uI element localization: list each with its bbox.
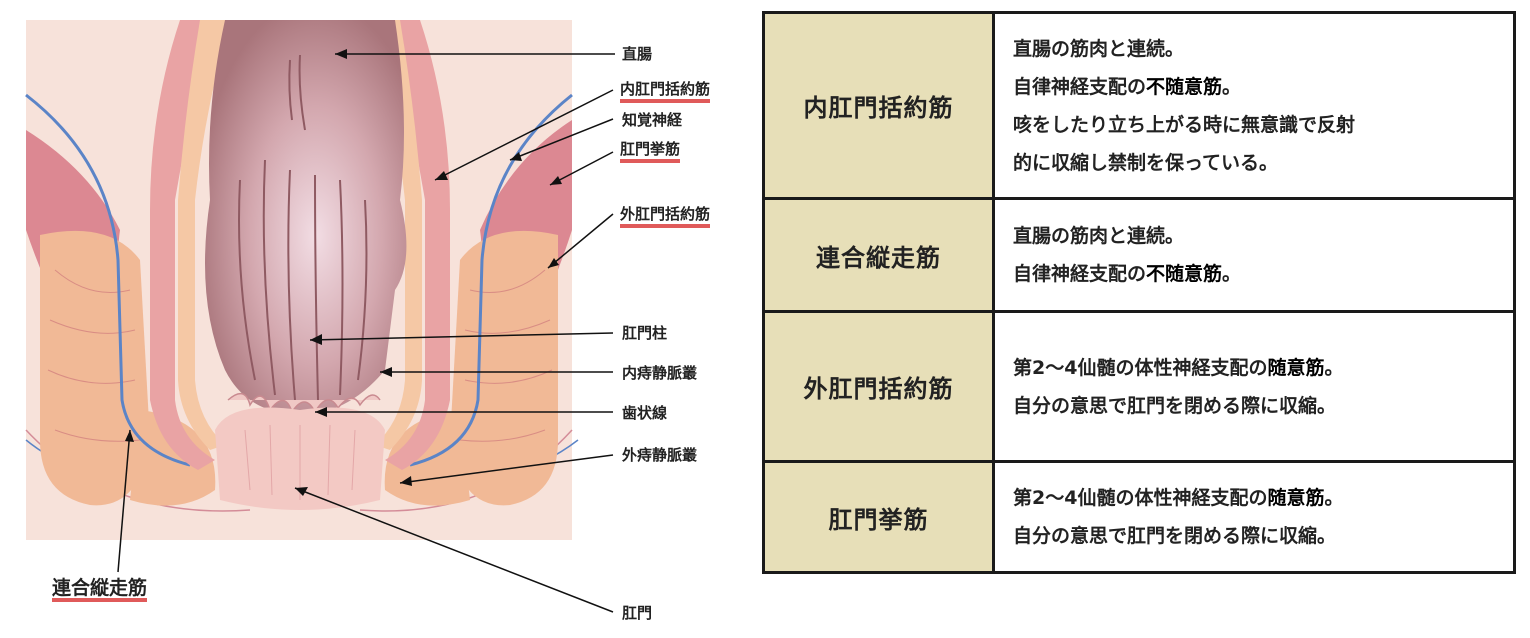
label-external-plexus: 外痔静脈叢 xyxy=(622,446,698,464)
muscle-name-cell: 肛門挙筋 xyxy=(762,460,995,574)
muscle-name-cell: 連合縦走筋 xyxy=(762,197,995,313)
description-line: 自律神経支配の不随意筋。 xyxy=(1013,68,1501,106)
external-sphincter-right xyxy=(450,230,558,506)
description-text: 。 xyxy=(1324,487,1344,509)
anal-anatomy-diagram xyxy=(25,20,615,613)
pointer-arrowheads xyxy=(125,49,562,496)
label-internal-plexus: 内痔静脈叢 xyxy=(622,364,698,382)
emphasis-text: 随意筋 xyxy=(1267,487,1325,509)
muscle-description-cell: 直腸の筋肉と連続。自律神経支配の不随意筋。 xyxy=(992,197,1516,313)
table-row: 内肛門括約筋直腸の筋肉と連続。自律神経支配の不随意筋。咳をしたり立ち上がる時に無… xyxy=(762,11,1516,200)
sensory-nerve-left xyxy=(25,93,191,467)
emphasis-text: 不随意筋 xyxy=(1146,75,1223,98)
description-text: 自律神経支配の xyxy=(1013,75,1147,98)
label-dentate-line: 歯状線 xyxy=(622,404,668,422)
description-text: 自律神経支配の xyxy=(1013,263,1147,285)
muscle-name-cell: 外肛門括約筋 xyxy=(762,310,995,463)
label-anal-column: 肛門柱 xyxy=(622,324,668,342)
description-line: 咳をしたり立ち上がる時に無意識で反射 xyxy=(1013,106,1501,144)
external-sphincter-lower-left xyxy=(130,410,216,506)
muscle-description-cell: 第2〜4仙髄の体性神経支配の随意筋。自分の意思で肛門を閉める際に収縮。 xyxy=(992,460,1516,574)
description-text: 自分の意思で肛門を閉める際に収縮。 xyxy=(1013,394,1337,417)
label-levator-ani: 肛門挙筋 xyxy=(620,140,681,163)
description-line: 直腸の筋肉と連続。 xyxy=(1013,217,1501,255)
label-anus: 肛門 xyxy=(622,604,653,622)
table-row: 肛門挙筋第2〜4仙髄の体性神経支配の随意筋。自分の意思で肛門を閉める際に収縮。 xyxy=(762,460,1516,574)
description-text: 。 xyxy=(1324,356,1344,379)
label-external-sphincter: 外肛門括約筋 xyxy=(620,205,711,228)
muscle-name-cell: 内肛門括約筋 xyxy=(762,11,995,200)
description-text: 第2〜4仙髄の体性神経支配の xyxy=(1013,487,1268,509)
rectal-folds xyxy=(238,54,368,401)
rectum-body xyxy=(205,20,407,413)
muscle-description-cell: 第2〜4仙髄の体性神経支配の随意筋。自分の意思で肛門を閉める際に収縮。 xyxy=(992,310,1516,463)
longitudinal-right xyxy=(370,20,422,450)
anal-canal-lines xyxy=(244,424,356,500)
description-text: 。 xyxy=(1222,75,1242,98)
description-text: 咳をしたり立ち上がる時に無意識で反射 xyxy=(1013,113,1356,136)
description-line: 自律神経支配の不随意筋。 xyxy=(1013,255,1501,293)
muscle-table: 内肛門括約筋直腸の筋肉と連続。自律神経支配の不随意筋。咳をしたり立ち上がる時に無… xyxy=(762,11,1516,574)
muscle-fibers xyxy=(47,269,553,442)
table-row: 連合縦走筋直腸の筋肉と連続。自律神経支配の不随意筋。 xyxy=(762,197,1516,313)
internal-sphincter-right xyxy=(385,20,450,470)
description-line: 自分の意思で肛門を閉める際に収縮。 xyxy=(1013,517,1501,555)
muscle-description-cell: 直腸の筋肉と連続。自律神経支配の不随意筋。咳をしたり立ち上がる時に無意識で反射的… xyxy=(992,11,1516,200)
sensory-nerve-right xyxy=(409,93,573,467)
emphasis-text: 随意筋 xyxy=(1267,356,1325,379)
longitudinal-left xyxy=(178,20,230,450)
label-rectum: 直腸 xyxy=(622,45,653,63)
description-line: 自分の意思で肛門を閉める際に収縮。 xyxy=(1013,387,1501,425)
label-conjoined-longitudinal: 連合縦走筋 xyxy=(52,579,148,602)
label-sensory-nerve: 知覚神経 xyxy=(622,111,683,129)
pointer-lines xyxy=(117,53,615,613)
description-text: 。 xyxy=(1222,263,1242,285)
description-text: 的に収縮し禁制を保っている。 xyxy=(1013,151,1279,174)
description-text: 第2〜4仙髄の体性神経支配の xyxy=(1013,356,1268,379)
description-text: 直腸の筋肉と連続。 xyxy=(1013,37,1185,60)
table-row: 外肛門括約筋第2〜4仙髄の体性神経支配の随意筋。自分の意思で肛門を閉める際に収縮… xyxy=(762,310,1516,463)
external-sphincter-left xyxy=(40,230,150,506)
description-line: 的に収縮し禁制を保っている。 xyxy=(1013,144,1501,182)
description-line: 直腸の筋肉と連続。 xyxy=(1013,30,1501,68)
dentate-line xyxy=(227,392,381,414)
description-line: 第2〜4仙髄の体性神経支配の随意筋。 xyxy=(1013,479,1501,517)
description-line: 第2〜4仙髄の体性神経支配の随意筋。 xyxy=(1013,349,1501,387)
internal-sphincter-left xyxy=(150,20,215,470)
description-text: 直腸の筋肉と連続。 xyxy=(1013,225,1185,247)
label-internal-sphincter: 内肛門括約筋 xyxy=(620,80,711,103)
emphasis-text: 不随意筋 xyxy=(1146,263,1223,285)
description-text: 自分の意思で肛門を閉める際に収縮。 xyxy=(1013,525,1337,547)
